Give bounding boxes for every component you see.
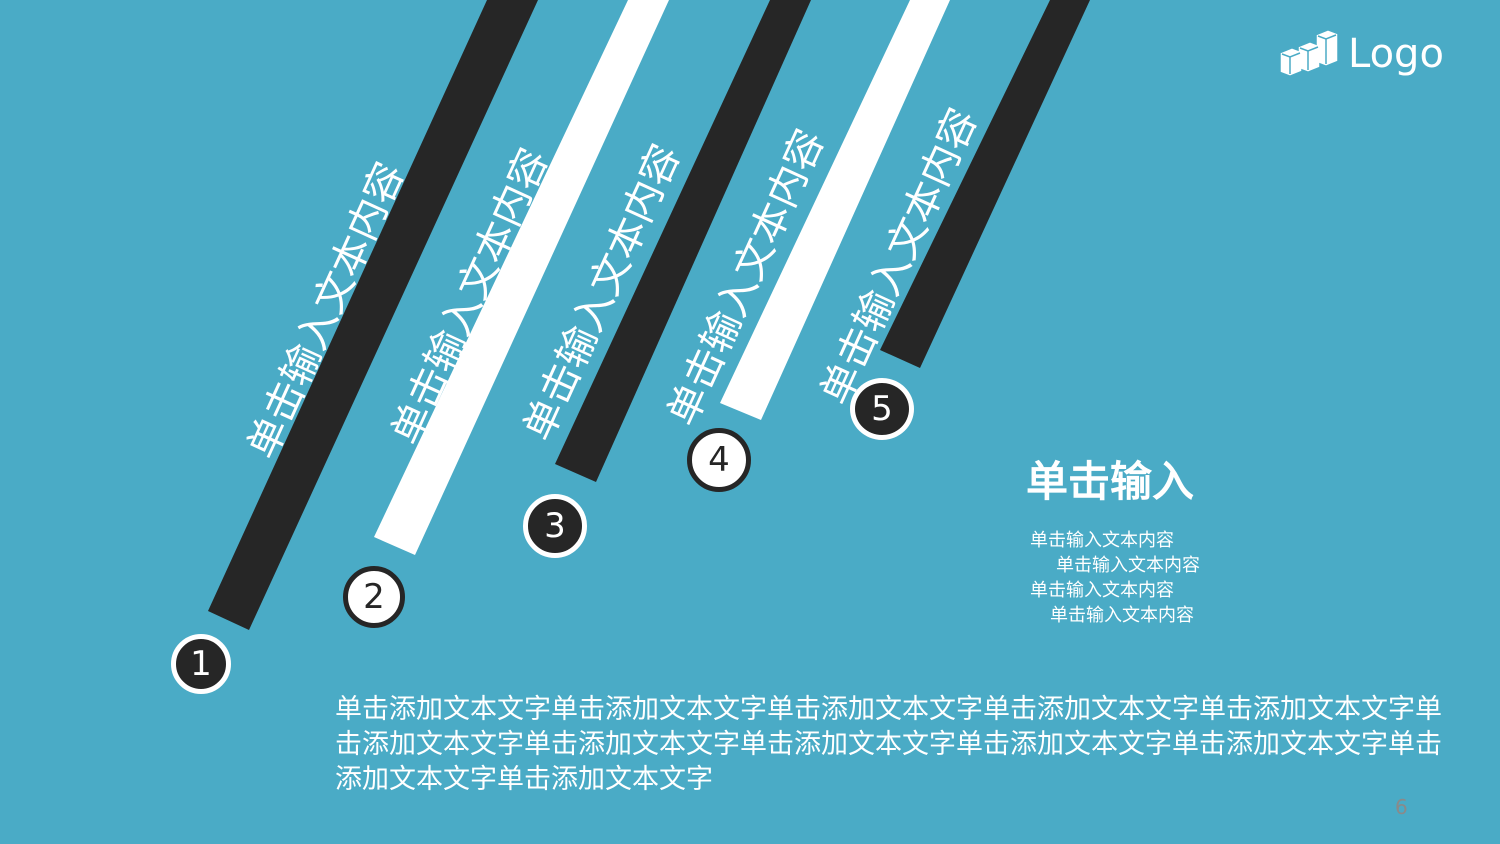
logo-text: Logo	[1348, 31, 1444, 77]
logo: Logo	[1280, 30, 1444, 78]
stripe-2[interactable]	[374, 0, 669, 555]
side-text-block[interactable]: 单击输入文本内容 单击输入文本内容 单击输入文本内容 单击输入文本内容	[1030, 528, 1200, 628]
bar-chart-cubes-icon	[1280, 30, 1338, 76]
side-title[interactable]: 单击输入	[1026, 457, 1195, 506]
step-badge-3[interactable]: 3	[523, 494, 587, 558]
stripe-5[interactable]	[880, 0, 1090, 368]
page-number: 6	[1395, 795, 1408, 819]
side-line-4: 单击输入文本内容	[1050, 605, 1194, 626]
stripe-3[interactable]	[555, 0, 811, 482]
step-badge-2[interactable]: 2	[343, 566, 405, 628]
stripe-4[interactable]	[720, 0, 950, 420]
side-line-3: 单击输入文本内容	[1030, 580, 1174, 601]
step-badge-4[interactable]: 4	[687, 428, 751, 492]
side-line-1: 单击输入文本内容	[1030, 530, 1174, 551]
stripe-1[interactable]	[208, 0, 538, 630]
body-paragraph[interactable]: 单击添加文本文字单击添加文本文字单击添加文本文字单击添加文本文字单击添加文本文字…	[335, 694, 1442, 795]
side-line-2: 单击输入文本内容	[1056, 555, 1200, 576]
step-badge-1[interactable]: 1	[171, 634, 231, 694]
step-badge-5[interactable]: 5	[850, 378, 914, 440]
